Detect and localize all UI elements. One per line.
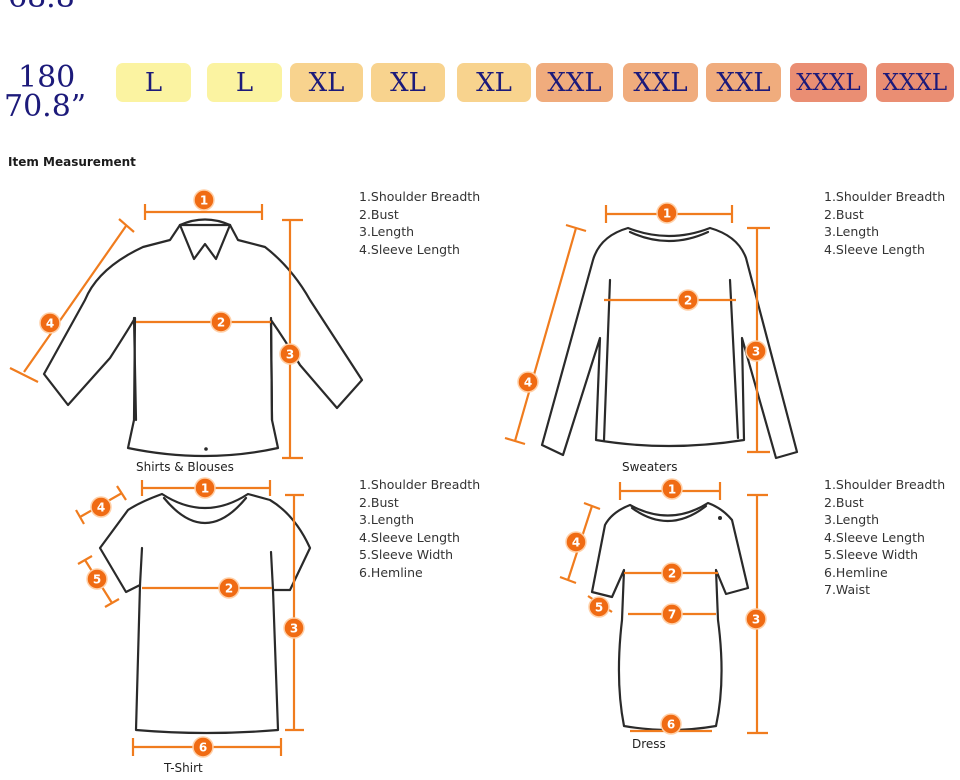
legend-item: 4.Sleeve Length bbox=[824, 529, 925, 545]
legend-item: 2.Bust bbox=[824, 206, 864, 222]
partial-height-inch: 68.8 bbox=[8, 0, 75, 13]
size-chip: XXL bbox=[623, 63, 698, 102]
svg-text:2: 2 bbox=[217, 316, 225, 330]
svg-text:2: 2 bbox=[225, 582, 233, 596]
tshirt-measure-lines bbox=[75, 480, 304, 756]
legend-item: 6.Hemline bbox=[824, 564, 888, 580]
svg-text:1: 1 bbox=[201, 482, 209, 496]
badge-2: 2 bbox=[661, 562, 683, 584]
badge-4: 4 bbox=[517, 371, 539, 393]
svg-text:3: 3 bbox=[752, 613, 760, 627]
badge-1: 1 bbox=[656, 202, 678, 224]
badge-4: 4 bbox=[90, 496, 112, 518]
shirt-outline bbox=[42, 218, 364, 458]
badge-5: 5 bbox=[588, 596, 610, 618]
legend-item: 3.Length bbox=[824, 512, 880, 527]
svg-text:5: 5 bbox=[595, 601, 603, 615]
svg-text:3: 3 bbox=[286, 348, 294, 362]
size-chip: L bbox=[116, 63, 191, 102]
sweater-measure-lines bbox=[504, 205, 770, 454]
legend-item: 6.Hemline bbox=[359, 564, 423, 580]
badge-3: 3 bbox=[279, 343, 301, 365]
legend-item: 2.Bust bbox=[359, 494, 399, 510]
legend-item: 5.Sleeve Width bbox=[359, 547, 454, 562]
size-chip: XXL bbox=[536, 63, 613, 102]
svg-text:4: 4 bbox=[46, 317, 54, 331]
size-chip: XL bbox=[371, 63, 445, 102]
legend-item: 1.Shoulder Breadth bbox=[824, 477, 946, 492]
svg-text:1: 1 bbox=[668, 483, 676, 497]
svg-text:5: 5 bbox=[93, 573, 101, 587]
size-chip: L bbox=[207, 63, 282, 102]
legend-item: 3.Length bbox=[359, 512, 415, 527]
legend-item: 1.Shoulder Breadth bbox=[359, 477, 481, 492]
badge-7: 7 bbox=[661, 603, 683, 625]
badge-2: 2 bbox=[677, 289, 699, 311]
shirts-caption: Shirts & Blouses bbox=[136, 460, 234, 474]
size-row: L L XL XL XL XXL XXL XXL XXXL XXXL bbox=[0, 0, 960, 150]
legend-item: 4.Sleeve Length bbox=[359, 529, 460, 545]
legend-item: 3.Length bbox=[359, 224, 415, 239]
badge-5: 5 bbox=[86, 568, 108, 590]
legend-item: 4.Sleeve Length bbox=[359, 241, 460, 257]
badge-3: 3 bbox=[283, 617, 305, 639]
svg-text:6: 6 bbox=[667, 718, 675, 732]
height-cm: 180 bbox=[18, 60, 76, 95]
tshirt-legend: 1.Shoulder Breadth 2.Bust 3.Length 4.Sle… bbox=[359, 476, 480, 581]
height-inch: 70.8” bbox=[4, 89, 87, 124]
size-chip: XXXL bbox=[876, 63, 954, 102]
svg-text:4: 4 bbox=[97, 501, 105, 515]
svg-text:4: 4 bbox=[524, 376, 532, 390]
badge-4: 4 bbox=[565, 531, 587, 553]
legend-item: 3.Length bbox=[824, 224, 880, 239]
tshirt-outline bbox=[98, 492, 312, 735]
legend-item: 2.Bust bbox=[824, 494, 864, 510]
dress-outline bbox=[590, 501, 750, 732]
dress-caption: Dress bbox=[632, 737, 666, 751]
badge-3: 3 bbox=[745, 608, 767, 630]
svg-text:2: 2 bbox=[684, 294, 692, 308]
badge-2: 2 bbox=[218, 577, 240, 599]
svg-text:3: 3 bbox=[752, 345, 760, 359]
size-chip: XL bbox=[290, 63, 363, 102]
svg-text:3: 3 bbox=[290, 622, 298, 636]
svg-text:6: 6 bbox=[199, 741, 207, 755]
shirts-legend: 1.Shoulder Breadth 2.Bust 3.Length 4.Sle… bbox=[359, 188, 480, 258]
size-chip: XXL bbox=[706, 63, 781, 102]
size-chip: XL bbox=[457, 63, 531, 102]
legend-item: 1.Shoulder Breadth bbox=[359, 189, 481, 204]
sweater-outline bbox=[540, 226, 799, 460]
sweaters-legend: 1.Shoulder Breadth 2.Bust 3.Length 4.Sle… bbox=[824, 188, 945, 258]
legend-item: 7.Waist bbox=[824, 582, 871, 597]
svg-text:2: 2 bbox=[668, 567, 676, 581]
svg-text:1: 1 bbox=[200, 194, 208, 208]
badge-2: 2 bbox=[210, 311, 232, 333]
badge-6: 6 bbox=[192, 736, 214, 758]
legend-item: 1.Shoulder Breadth bbox=[824, 189, 946, 204]
legend-item: 4.Sleeve Length bbox=[824, 241, 925, 257]
dress-legend: 1.Shoulder Breadth 2.Bust 3.Length 4.Sle… bbox=[824, 476, 945, 599]
svg-text:1: 1 bbox=[663, 207, 671, 221]
shirt-measure-lines bbox=[9, 204, 303, 460]
legend-item: 5.Sleeve Width bbox=[824, 547, 919, 562]
badge-1: 1 bbox=[661, 478, 683, 500]
badge-3: 3 bbox=[745, 340, 767, 362]
badge-1: 1 bbox=[193, 189, 215, 211]
sweaters-caption: Sweaters bbox=[622, 460, 678, 474]
badge-1: 1 bbox=[194, 477, 216, 499]
badge-6: 6 bbox=[660, 713, 682, 735]
legend-item: 2.Bust bbox=[359, 206, 399, 222]
item-measurement-title: Item Measurement bbox=[8, 155, 136, 169]
measurement-badges: 1 2 3 4 1 2 3 4 1 2 3 4 5 6 1 2 3 4 5 6 … bbox=[39, 189, 767, 758]
size-chip: XXXL bbox=[790, 63, 867, 102]
svg-text:4: 4 bbox=[572, 536, 580, 550]
badge-4: 4 bbox=[39, 312, 61, 334]
tshirt-caption: T-Shirt bbox=[164, 761, 203, 775]
svg-text:7: 7 bbox=[668, 608, 676, 622]
